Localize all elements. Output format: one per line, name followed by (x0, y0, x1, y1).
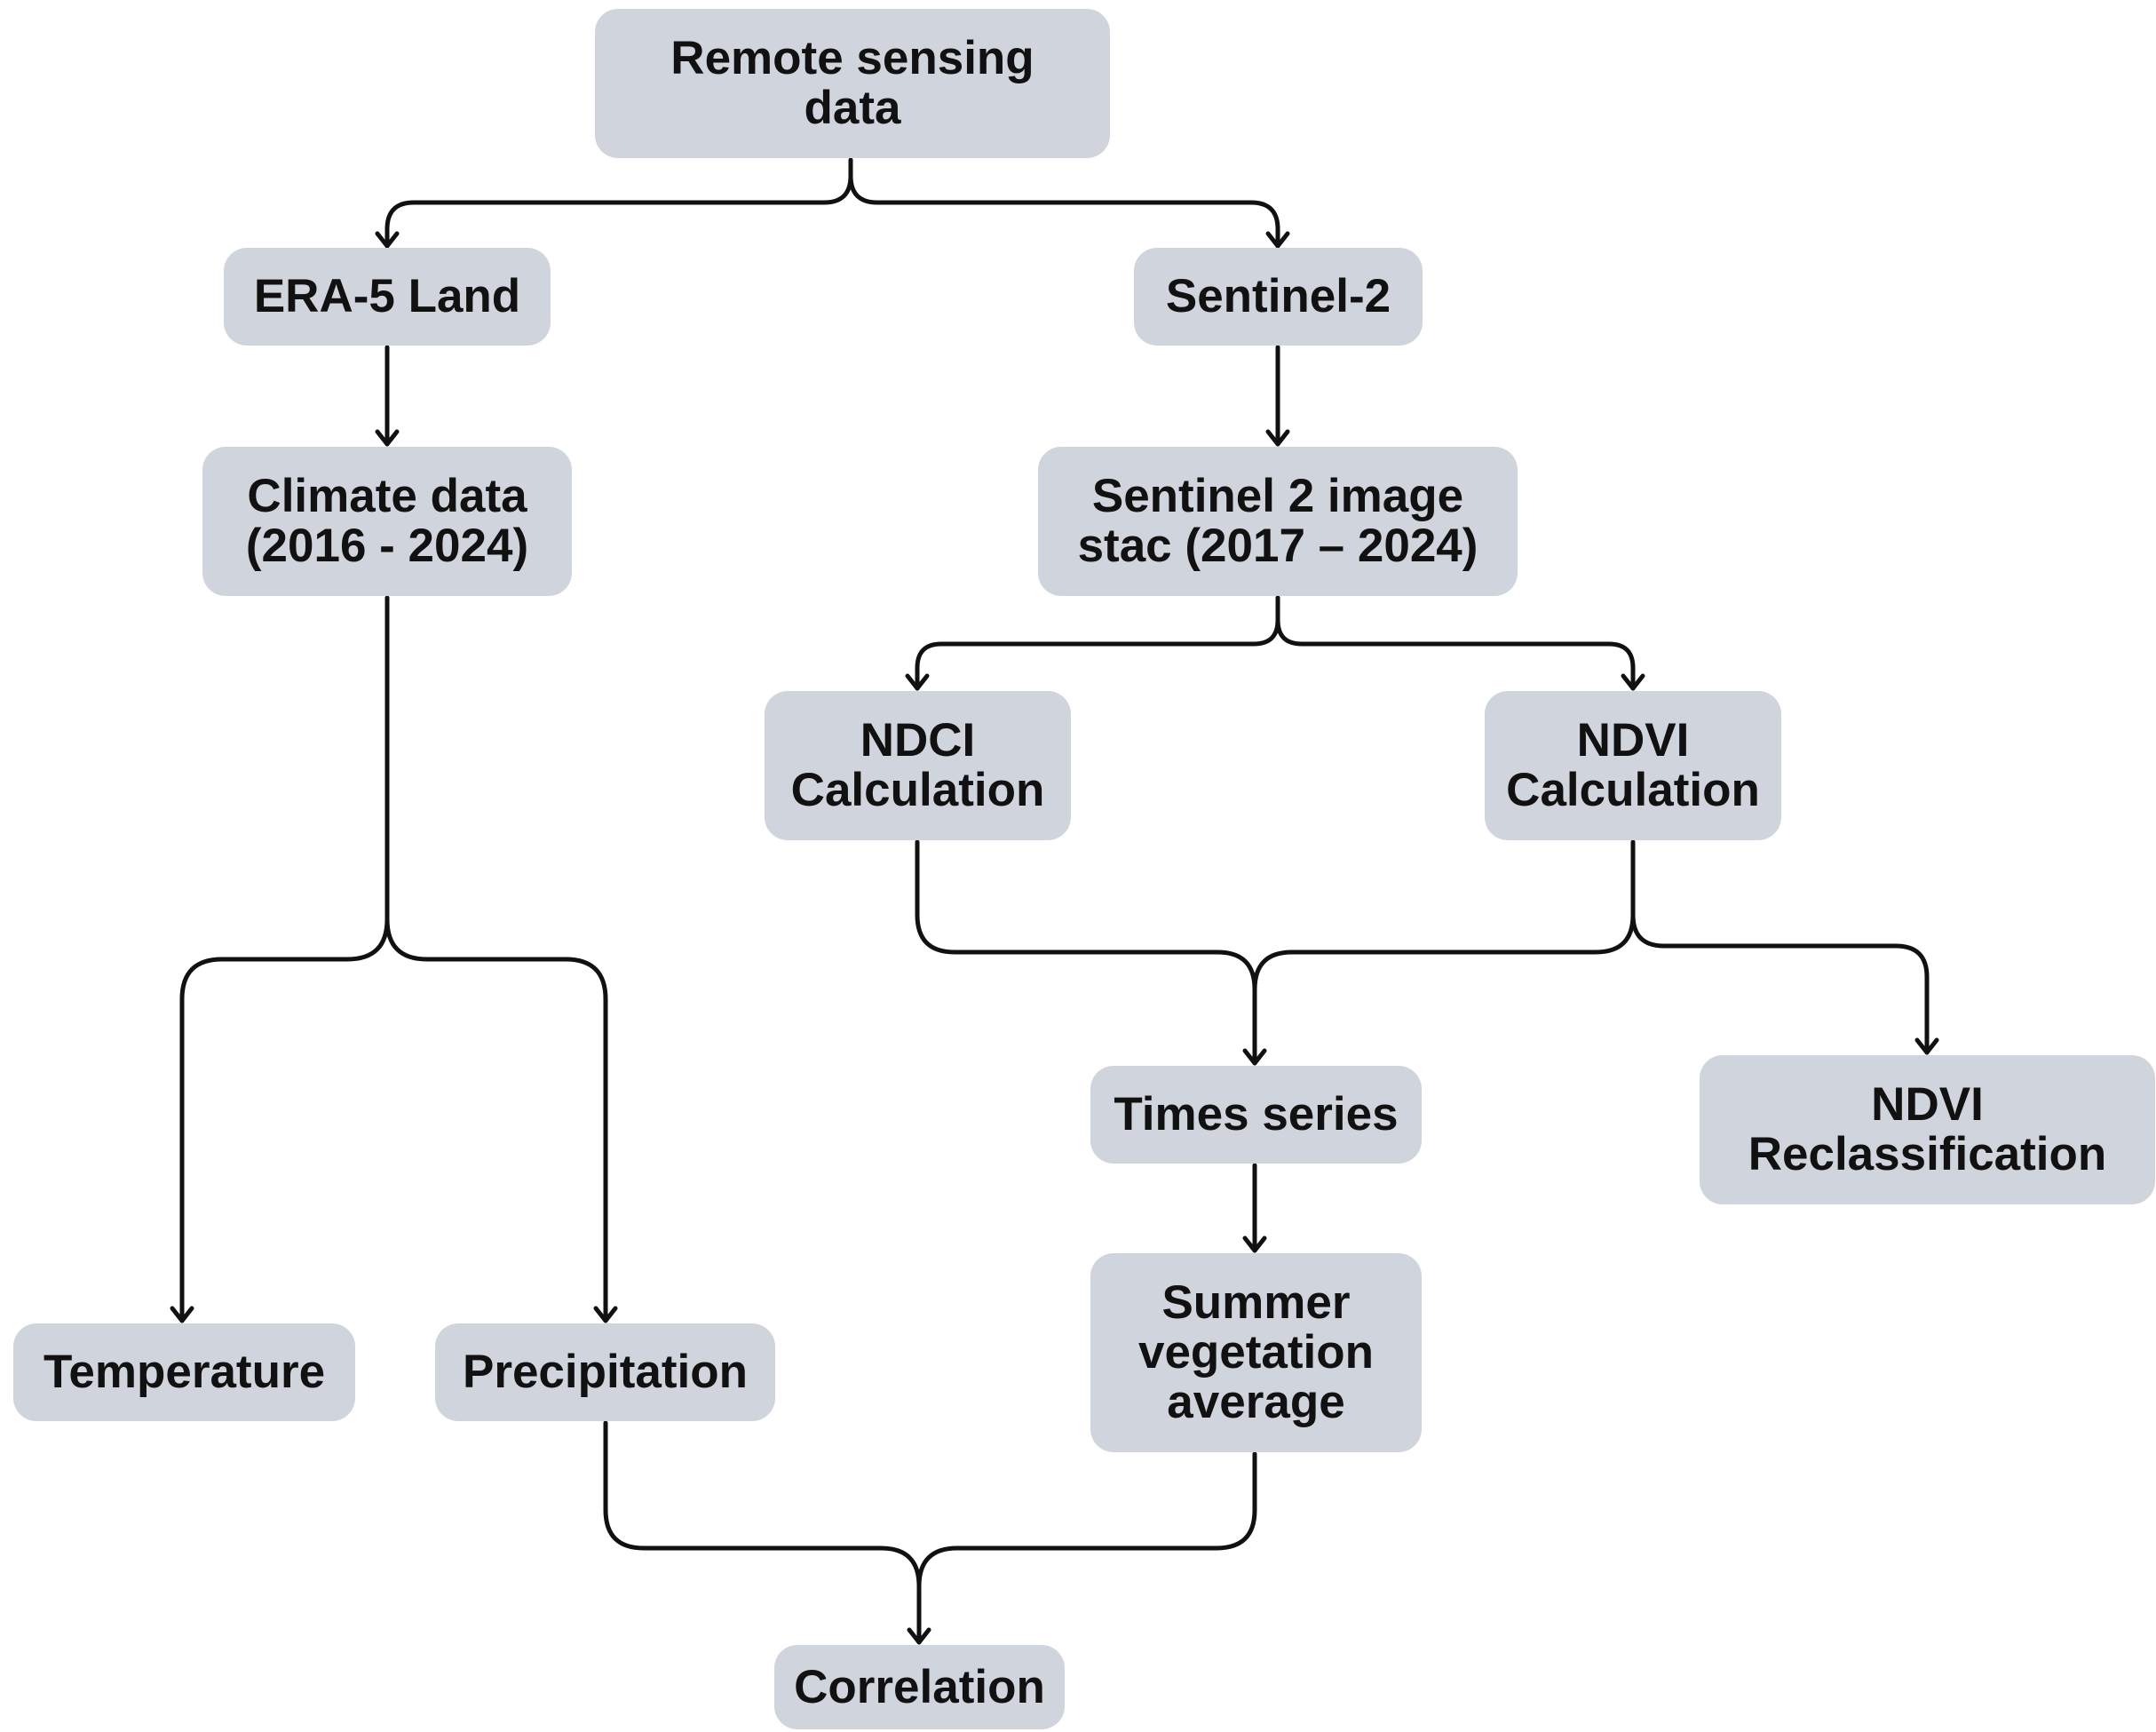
node-sentinel-2: Sentinel-2 (1134, 248, 1423, 346)
node-label-line: Reclassification (1748, 1128, 2107, 1180)
connector-remote-to-era5 (384, 157, 853, 249)
connector-ndvi-to-times-series (1252, 839, 1636, 992)
connector-precipitation-to-correlation (603, 1420, 922, 1645)
arrowhead-correlation (907, 1627, 931, 1645)
arrowhead-precipitation (593, 1306, 618, 1323)
node-label-line: NDVI (1871, 1078, 1984, 1131)
node-label-line: Times series (1114, 1088, 1399, 1140)
connector-stack-to-ndvi (1275, 617, 1636, 691)
node-temperature: Temperature (13, 1323, 355, 1421)
arrowhead-summer (1242, 1235, 1267, 1253)
arrowhead-times-series (1242, 1048, 1267, 1066)
node-era5-land: ERA-5 Land (224, 248, 551, 346)
connector-stack-to-ndci (915, 595, 1280, 691)
node-label-line: stac (2017 – 2024) (1077, 520, 1478, 572)
connector-remote-to-sentinel2 (848, 173, 1280, 249)
connector-summer-to-correlation (916, 1451, 1257, 1589)
connector-climate-to-temperature (179, 595, 390, 1323)
node-label-line: Sentinel 2 image (1091, 470, 1464, 522)
node-climate-data: Climate data (2016 - 2024) (202, 447, 572, 596)
node-label-line: data (804, 82, 901, 134)
node-label-line: (2016 - 2024) (245, 520, 529, 572)
node-label-line: Calculation (1506, 764, 1760, 816)
node-label-line: Temperature (43, 1346, 326, 1398)
node-label-line: Remote sensing (670, 32, 1034, 84)
arrowhead-ndci (905, 673, 930, 691)
node-ndvi-reclassification: NDVI Reclassification (1700, 1055, 2155, 1204)
node-correlation: Correlation (774, 1645, 1065, 1729)
arrowhead-temperature (170, 1306, 194, 1323)
arrowhead-stack (1265, 429, 1290, 447)
node-label-line: ERA-5 Land (253, 270, 521, 322)
node-label-line: Sentinel-2 (1165, 270, 1391, 322)
arrowhead-reclassification (1914, 1037, 1939, 1055)
node-times-series: Times series (1090, 1066, 1422, 1164)
node-label-line: average (1167, 1376, 1345, 1428)
node-label-line: NDVI (1576, 714, 1690, 767)
arrowhead-ndvi (1621, 673, 1645, 691)
node-summer-vegetation-average: Summer vegetation average (1090, 1253, 1422, 1452)
node-label-line: Correlation (794, 1660, 1045, 1713)
node-ndvi-calculation: NDVI Calculation (1485, 691, 1781, 840)
connector-ndvi-to-reclassification (1630, 912, 1930, 1055)
arrowhead-sentinel2 (1265, 231, 1290, 249)
connector-climate-to-precipitation (384, 917, 608, 1323)
node-ndci-calculation: NDCI Calculation (765, 691, 1071, 840)
connector-ndci-to-times-series (915, 839, 1257, 1066)
arrowhead-climate (375, 429, 400, 447)
node-label-line: Summer (1161, 1276, 1351, 1329)
node-sentinel2-image-stack: Sentinel 2 image stac (2017 – 2024) (1038, 447, 1518, 596)
arrowhead-era5 (375, 231, 400, 249)
node-label-line: Calculation (790, 764, 1045, 816)
node-label-line: vegetation (1137, 1326, 1375, 1378)
node-precipitation: Precipitation (435, 1323, 775, 1421)
node-label-line: Climate data (247, 470, 527, 522)
node-remote-sensing-data: Remote sensing data (595, 9, 1110, 158)
node-label-line: NDCI (860, 714, 976, 767)
node-label-line: Precipitation (462, 1346, 748, 1398)
